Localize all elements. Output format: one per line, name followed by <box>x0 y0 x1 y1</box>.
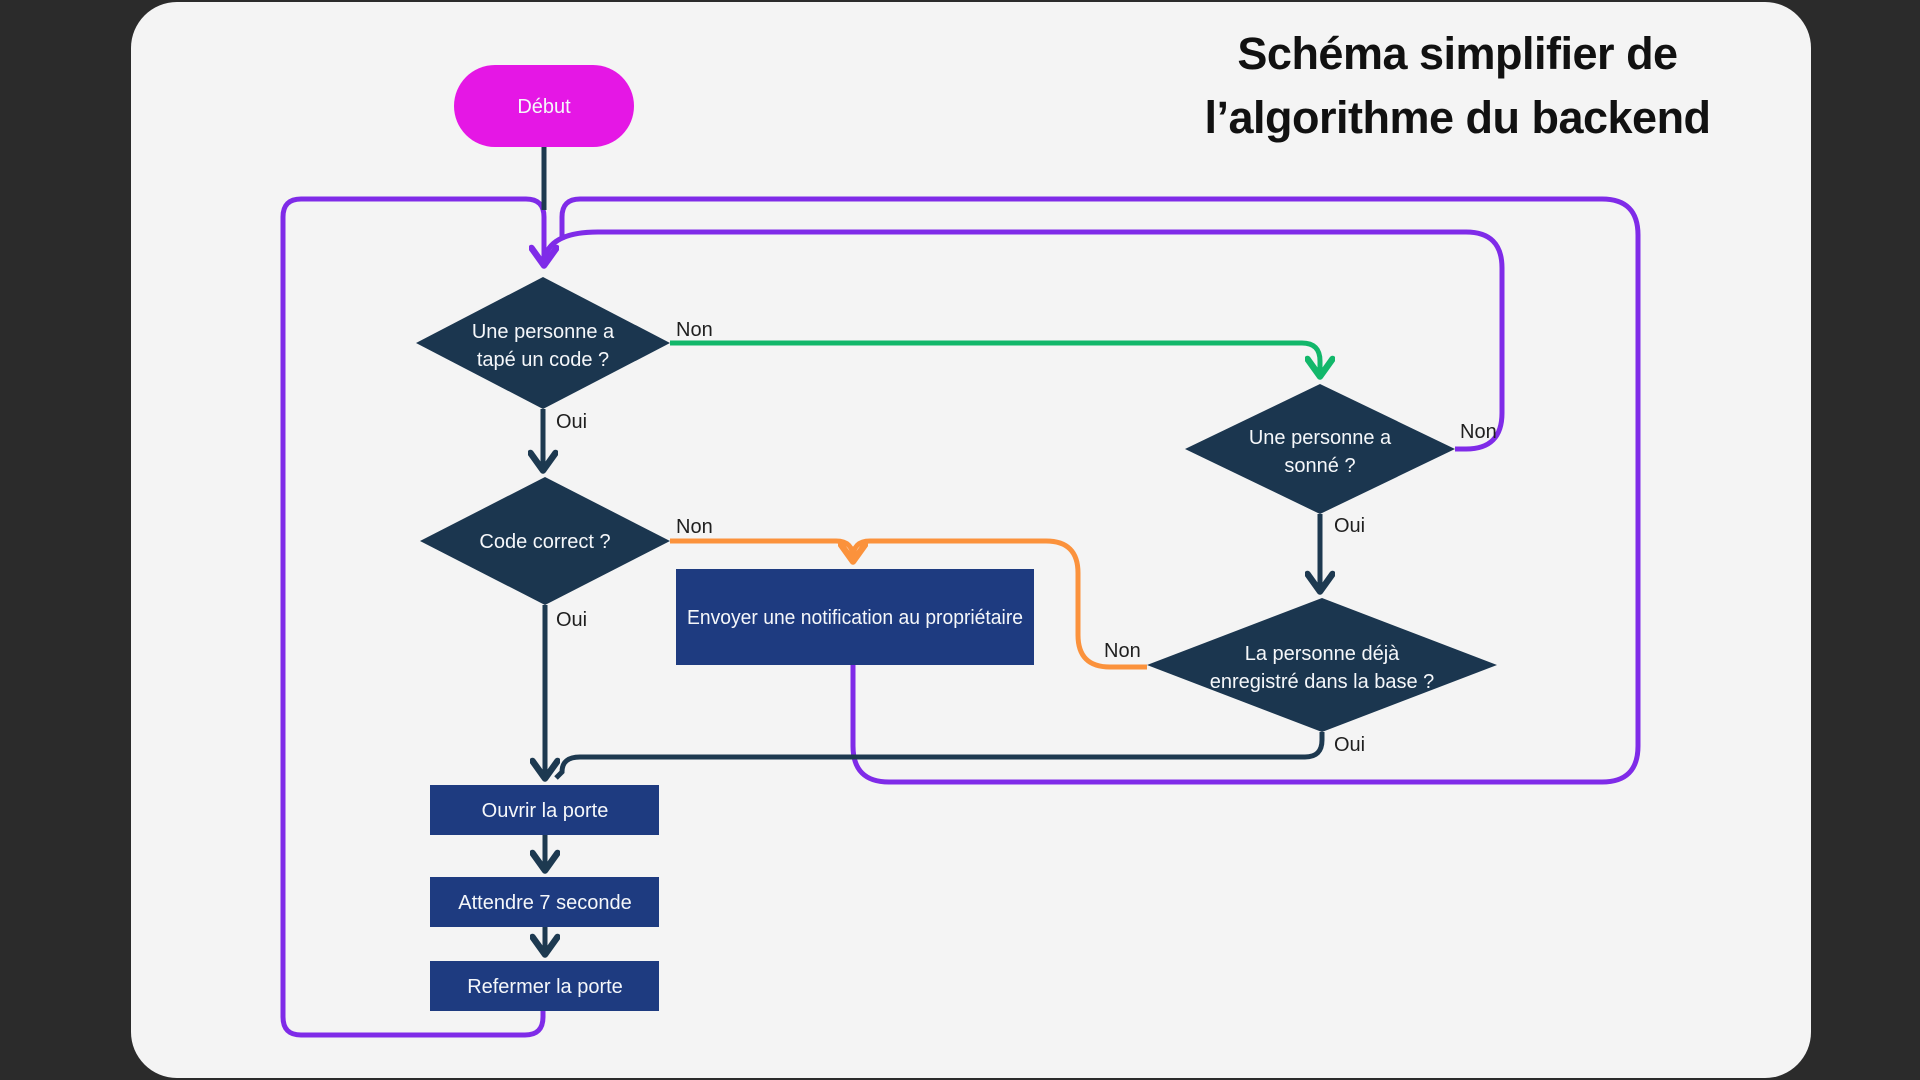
start-node <box>454 65 634 147</box>
process-close-door-label: Refermer la porte <box>467 976 623 998</box>
decision-rang-bell-line1: Une personne a <box>1249 427 1392 449</box>
edge-rang-bell-non-loop <box>541 229 1505 452</box>
edge-code-correct-non-to-notify <box>670 538 853 559</box>
label-typed-code-non: Non <box>676 319 713 341</box>
process-open-door <box>430 785 659 835</box>
decision-registered-line2: enregistré dans la base ? <box>1210 671 1435 693</box>
process-notify-label: Envoyer une notification au propriétaire <box>687 607 1023 629</box>
decision-typed-code-line1: Une personne a <box>472 321 615 343</box>
label-code-correct-oui: Oui <box>556 609 587 631</box>
edge-notify-loop-to-typed-code <box>559 196 1641 785</box>
process-notify <box>676 569 1034 665</box>
decision-code-correct-line1: Code correct ? <box>479 531 610 553</box>
label-rang-bell-non: Non <box>1460 421 1497 443</box>
diagram-title-line1: Schéma simplifier de <box>1237 28 1678 79</box>
start-node-label: Début <box>517 96 571 118</box>
label-rang-bell-oui: Oui <box>1334 515 1365 537</box>
label-registered-oui: Oui <box>1334 734 1365 756</box>
decision-code-correct <box>420 477 670 605</box>
decision-rang-bell <box>1185 384 1455 514</box>
decision-rang-bell-line2: sonné ? <box>1284 455 1355 477</box>
edge-typed-code-non-to-rang-bell <box>670 340 1320 374</box>
diagram-title: Schéma simplifier de l’algorithme du bac… <box>1170 22 1745 150</box>
label-code-correct-non: Non <box>676 516 713 538</box>
decision-typed-code-line2: tapé un code ? <box>477 349 609 371</box>
decision-typed-code <box>416 277 670 409</box>
edge-registered-oui-to-open-door <box>554 732 1325 780</box>
label-typed-code-oui: Oui <box>556 411 587 433</box>
label-registered-non: Non <box>1104 640 1141 662</box>
process-close-door <box>430 961 659 1011</box>
diagram-title-line2: l’algorithme du backend <box>1204 92 1711 143</box>
decision-registered <box>1147 598 1497 732</box>
process-open-door-label: Ouvrir la porte <box>482 800 609 822</box>
process-wait-7s <box>430 877 659 927</box>
process-wait-7s-label: Attendre 7 seconde <box>458 892 631 914</box>
edge-close-door-loop-to-typed-code <box>280 196 544 1038</box>
decision-registered-line1: La personne déjà <box>1245 643 1400 665</box>
